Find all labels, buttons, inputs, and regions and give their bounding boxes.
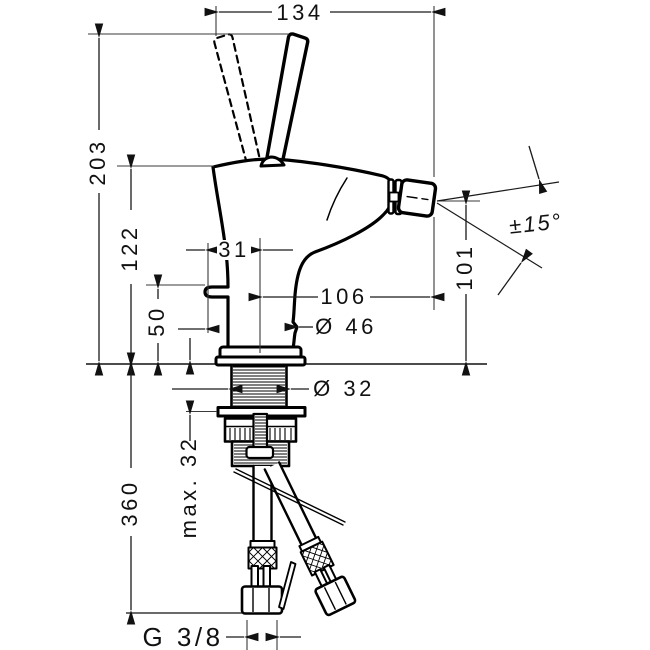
dim-label-360: 360 — [117, 479, 142, 526]
dimension-thread-g38: G 3/8 — [142, 622, 301, 650]
lever-handle — [264, 32, 310, 166]
dimension-reach-106: 106 — [248, 284, 445, 309]
dim-label-50: 50 — [144, 305, 169, 336]
handle-foot — [259, 155, 286, 168]
dimension-height-50: 50 — [144, 274, 169, 376]
supply-hose-straight — [240, 464, 284, 615]
dim-label-angle15: ±15° — [508, 208, 564, 238]
threaded-shank — [230, 362, 288, 410]
body-crease-line — [326, 177, 348, 221]
dim-label-101: 101 — [452, 243, 477, 290]
dimension-depth-360: 360 — [117, 352, 142, 625]
supply-hose-angled — [263, 461, 357, 617]
dim-label-g38: G 3/8 — [142, 622, 223, 650]
hose-nut-g38 — [314, 575, 357, 617]
aerator-nozzle — [396, 178, 438, 218]
handle-alternate-position-dashed — [213, 33, 262, 166]
mounting-stud — [245, 412, 275, 460]
dimension-swivel-angle: ±15° — [436, 145, 564, 296]
dimension-max-32: max. 32 — [176, 338, 201, 538]
dimension-width-134: 134 — [204, 0, 446, 25]
dimension-diameter-32: Ø 32 — [172, 376, 375, 401]
dimension-height-203: 203 — [85, 23, 110, 376]
dimension-height-122: 122 — [117, 154, 142, 376]
dim-label-d46: Ø 46 — [315, 314, 377, 339]
dim-label-134: 134 — [276, 0, 323, 25]
dimension-diameter-46: Ø 46 — [178, 314, 377, 339]
dim-label-122: 122 — [117, 224, 142, 271]
hose-nut-g38 — [240, 585, 284, 615]
pop-up-rod — [233, 468, 346, 610]
rod-end — [278, 561, 297, 610]
dim-label-31: 31 — [218, 237, 249, 262]
stud-foot — [245, 445, 275, 460]
pivot-pin — [388, 191, 400, 203]
dim-label-max32: max. 32 — [176, 436, 201, 539]
dimension-height-101: 101 — [452, 190, 477, 376]
dim-label-203: 203 — [85, 138, 110, 185]
dimension-offset-31: 31 — [186, 237, 293, 262]
dim-label-106: 106 — [320, 284, 367, 309]
dim-label-d32: Ø 32 — [313, 376, 375, 401]
